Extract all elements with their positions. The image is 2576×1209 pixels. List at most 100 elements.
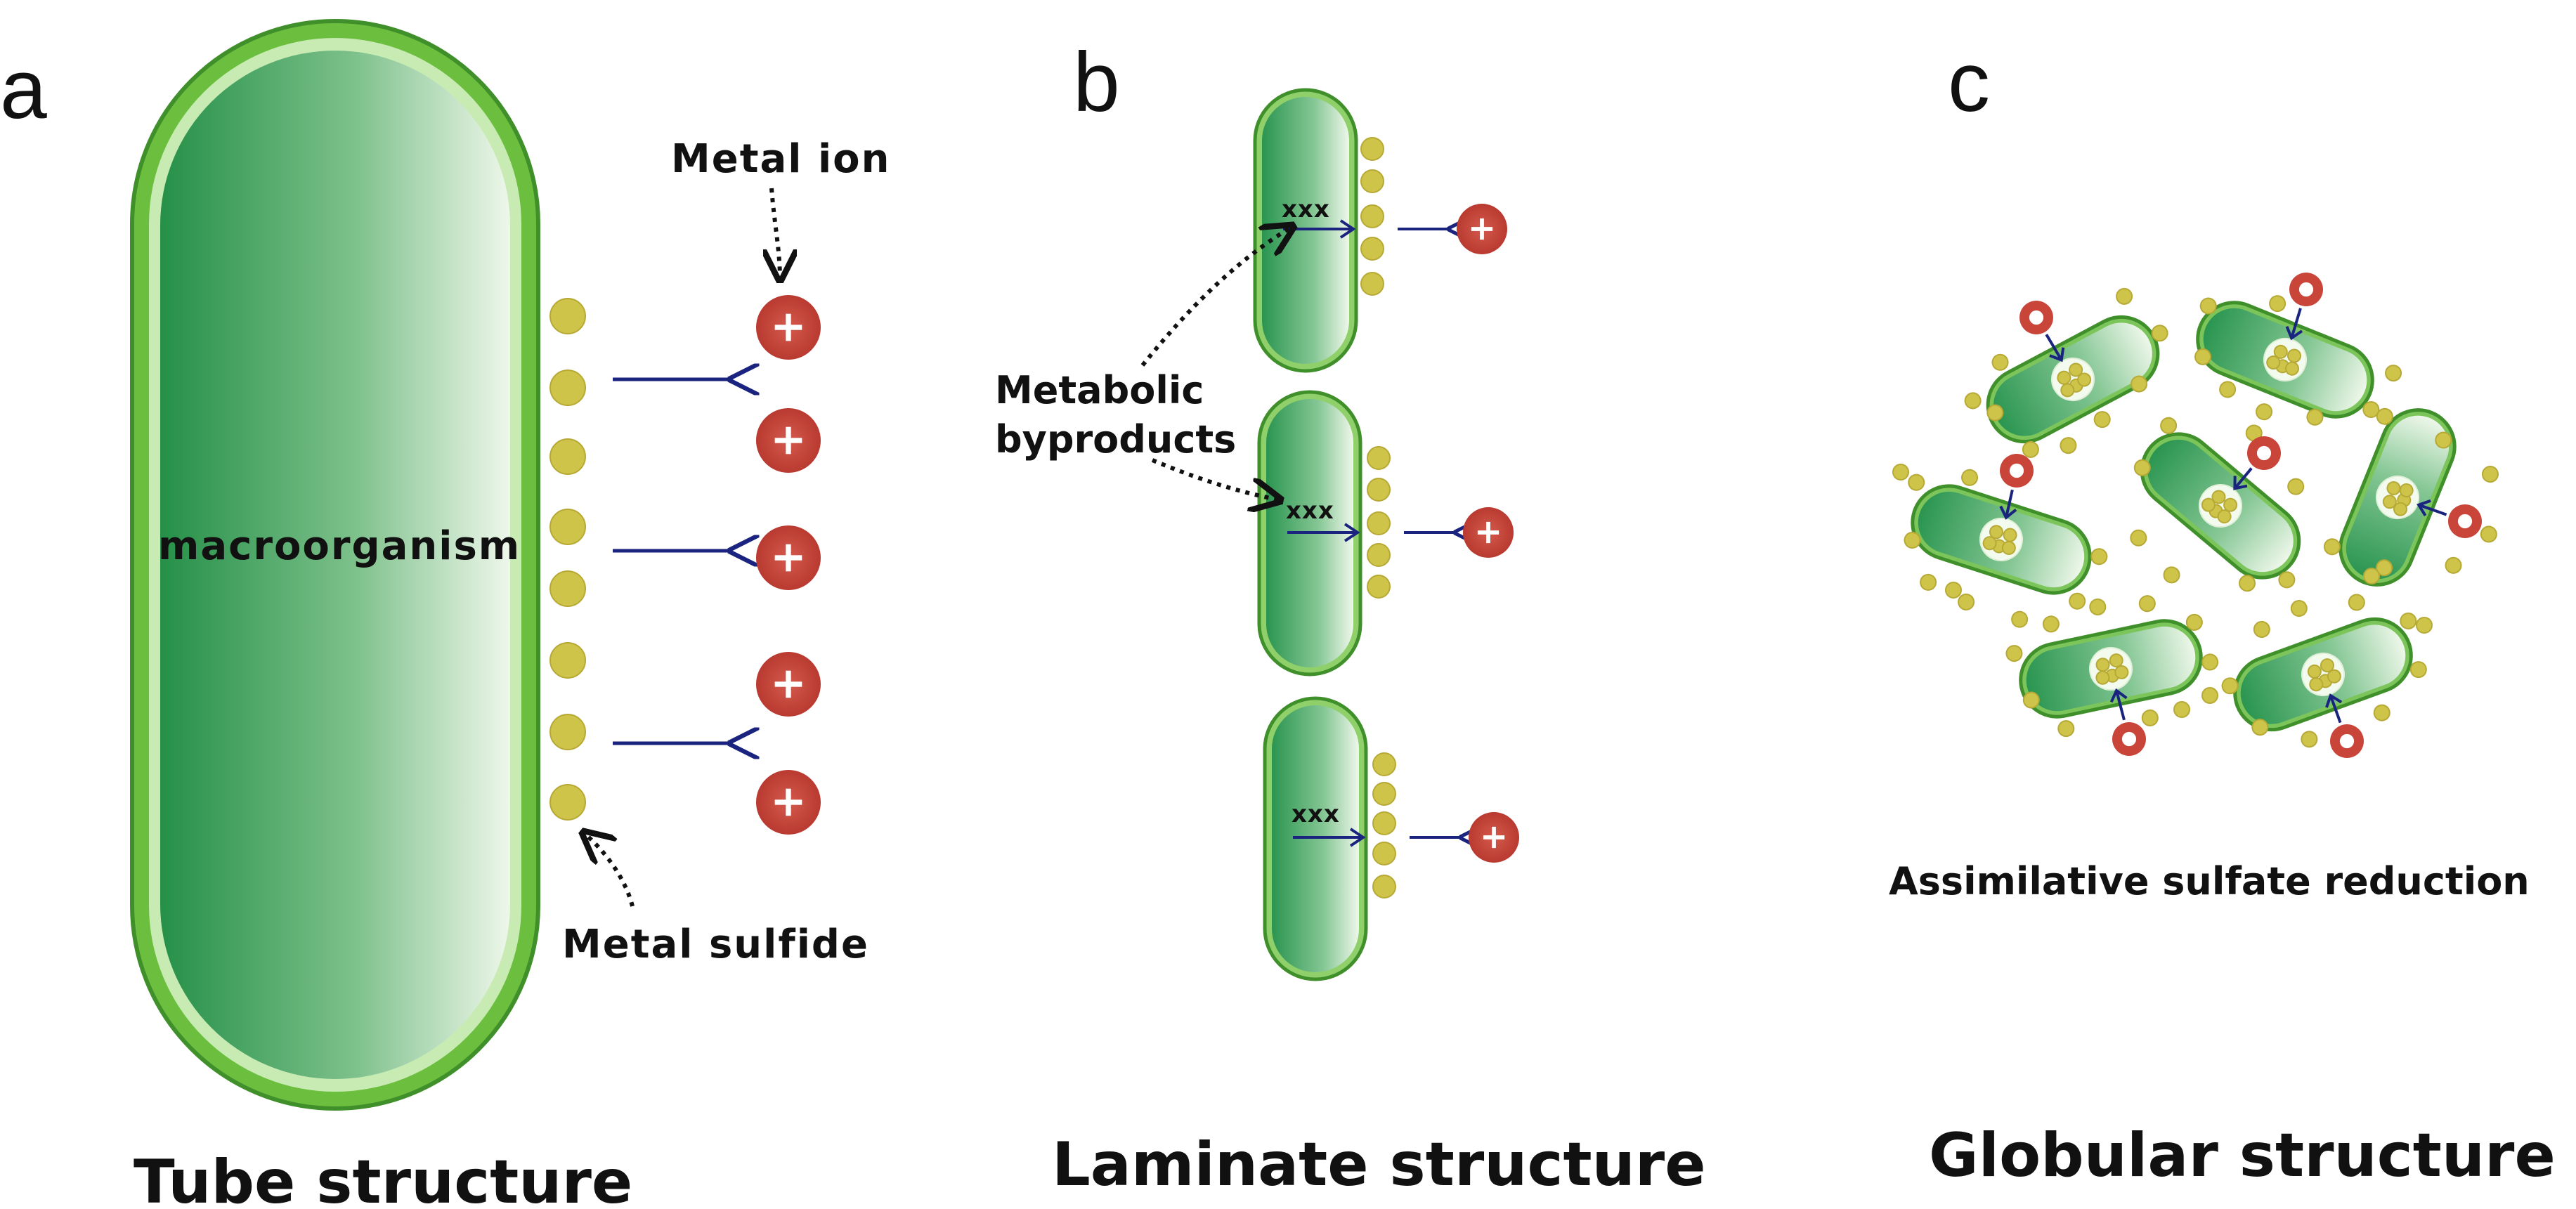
metal-sulfide-icon <box>2001 540 2016 555</box>
stray-sulfide-dots <box>1892 464 2433 718</box>
arrow-head <box>2049 347 2065 362</box>
metal-sulfide-icon <box>2194 348 2212 365</box>
macroorganism-cell <box>130 19 540 1111</box>
metal-sulfide-icon <box>2219 381 2237 398</box>
metal-sulfide-icon <box>2217 509 2232 524</box>
metal-sulfide-icon <box>2309 677 2324 692</box>
metal-sulfide-icon <box>2253 620 2270 638</box>
metal-sulfide-icon <box>2130 529 2147 547</box>
panel-a-title: Tube structure <box>134 1147 632 1209</box>
arrow-icon <box>2005 489 2014 518</box>
macroorganism-label: macroorganism <box>158 523 521 569</box>
laminate-cell: xxx <box>1257 390 1514 677</box>
metal-sulfide-label: Metal sulfide <box>562 922 869 967</box>
metal-sulfide-icon <box>2287 478 2305 495</box>
metal-sulfide-icon <box>2077 372 2092 387</box>
metal-sulfide-icon <box>2057 720 2075 738</box>
arrow-icon <box>2115 690 2126 721</box>
arrow-head <box>2285 325 2303 341</box>
metal-sulfide-icon <box>2093 411 2111 429</box>
panel-b-title: Laminate structure <box>1052 1130 1706 1200</box>
arrow-icon <box>2233 467 2253 490</box>
metal-ion-icon <box>2330 724 2364 758</box>
panel-b-letter: b <box>1073 35 1120 129</box>
byproduct-pointer-middle <box>1151 458 1280 500</box>
metal-sulfide-icon <box>2409 661 2427 679</box>
assimilation-arrow <box>2233 467 2253 490</box>
inner-arrow-head <box>1349 828 1366 847</box>
byproduct-pointer-top <box>1140 226 1293 367</box>
metal-sulfide-icon <box>549 642 586 679</box>
metal-ion-icon <box>1463 507 1514 558</box>
metal-sulfide-icon <box>2060 437 2077 455</box>
metal-sulfide-icon <box>549 438 586 475</box>
metal-ion-icon <box>2289 273 2323 306</box>
metal-ion-icon <box>756 525 821 590</box>
byproduct-marker: xxx <box>1282 195 1330 223</box>
ion-arrow-group <box>613 379 731 743</box>
metal-sulfide-icon <box>1367 511 1391 535</box>
inner-arrow-head <box>1344 523 1360 542</box>
metal-sulfide-icon <box>549 298 586 334</box>
metal-ion-icon <box>2112 722 2146 756</box>
metal-sulfide-icon <box>1982 536 1997 551</box>
metal-sulfide-icon <box>2185 613 2203 631</box>
metal-sulfide-icon <box>2251 719 2269 736</box>
metal-sulfide-icon <box>1360 137 1384 161</box>
metal-sulfide-icon <box>549 784 586 821</box>
metal-sulfide-icon <box>2131 375 2148 393</box>
assimilation-arrow <box>2416 499 2447 516</box>
globular-cell <box>2130 417 2301 592</box>
metal-sulfide-icon <box>2256 403 2273 421</box>
metal-sulfide-icon <box>1360 169 1384 193</box>
metal-sulfide-icon <box>2376 559 2393 577</box>
metal-sulfide-icon <box>2301 731 2318 748</box>
metabolic-label-line1: Metabolic <box>995 368 1204 412</box>
metal-sulfide-icon <box>1991 353 2009 371</box>
arrow-icon <box>2290 308 2302 339</box>
metal-sulfide-icon <box>2022 691 2040 709</box>
arrow-icon <box>2329 695 2342 724</box>
metal-sulfide-icon <box>2069 592 2086 610</box>
metal-sulfide-icon <box>2416 617 2433 634</box>
metal-sulfide-icon <box>2133 459 2151 476</box>
metal-sulfide-icon <box>2400 612 2417 629</box>
metal-sulfide-icon <box>2163 566 2180 584</box>
metal-sulfide-icon <box>2173 701 2190 718</box>
metal-sulfide-icon <box>1986 404 2004 421</box>
metal-sulfide-pointer <box>583 832 635 907</box>
metal-sulfide-icon <box>1958 593 1975 610</box>
metal-sulfide-icon <box>2116 287 2133 305</box>
arrow-head <box>2109 688 2128 703</box>
assimilation-arrow <box>2285 308 2303 341</box>
metal-sulfide-icon <box>2445 556 2462 574</box>
metal-ion-icon <box>756 295 821 360</box>
metal-sulfide-icon <box>2201 497 2216 512</box>
metal-sulfide-icon <box>2042 615 2060 633</box>
metal-ion-icon <box>756 770 821 835</box>
metal-sulfide-icon <box>2323 538 2341 556</box>
metal-sulfide-icon <box>1372 811 1396 835</box>
metal-ion-icon <box>1457 204 1507 254</box>
metal-sulfide-icon <box>2141 709 2159 726</box>
metal-sulfide-column <box>549 298 586 821</box>
metal-ion-icon <box>2448 504 2482 538</box>
metal-sulfide-icon <box>2199 297 2217 315</box>
panel-c-title: Globular structure <box>1929 1120 2556 1191</box>
metal-ion-icon <box>2000 454 2034 488</box>
metal-sulfide-icon <box>1367 478 1391 502</box>
panel-c: c Assimilative sulfate reduction Globula… <box>1889 35 2556 1191</box>
metal-sulfide-icon <box>2385 365 2402 382</box>
metal-sulfide-icon <box>2399 483 2414 498</box>
metal-sulfide-icon <box>2435 431 2452 449</box>
metal-sulfide-icon <box>1892 464 1909 481</box>
panel-a-letter: a <box>0 42 47 136</box>
arrow-head <box>2416 499 2431 516</box>
metal-sulfide-icon <box>549 370 586 406</box>
metal-sulfide-icon <box>1367 543 1391 567</box>
globular-cell <box>2005 595 2219 738</box>
metal-ion-label: Metal ion <box>671 136 891 182</box>
metal-ion-icon <box>2247 436 2281 470</box>
metal-ion-column <box>756 295 821 835</box>
metal-sulfide-icon <box>1367 446 1391 470</box>
